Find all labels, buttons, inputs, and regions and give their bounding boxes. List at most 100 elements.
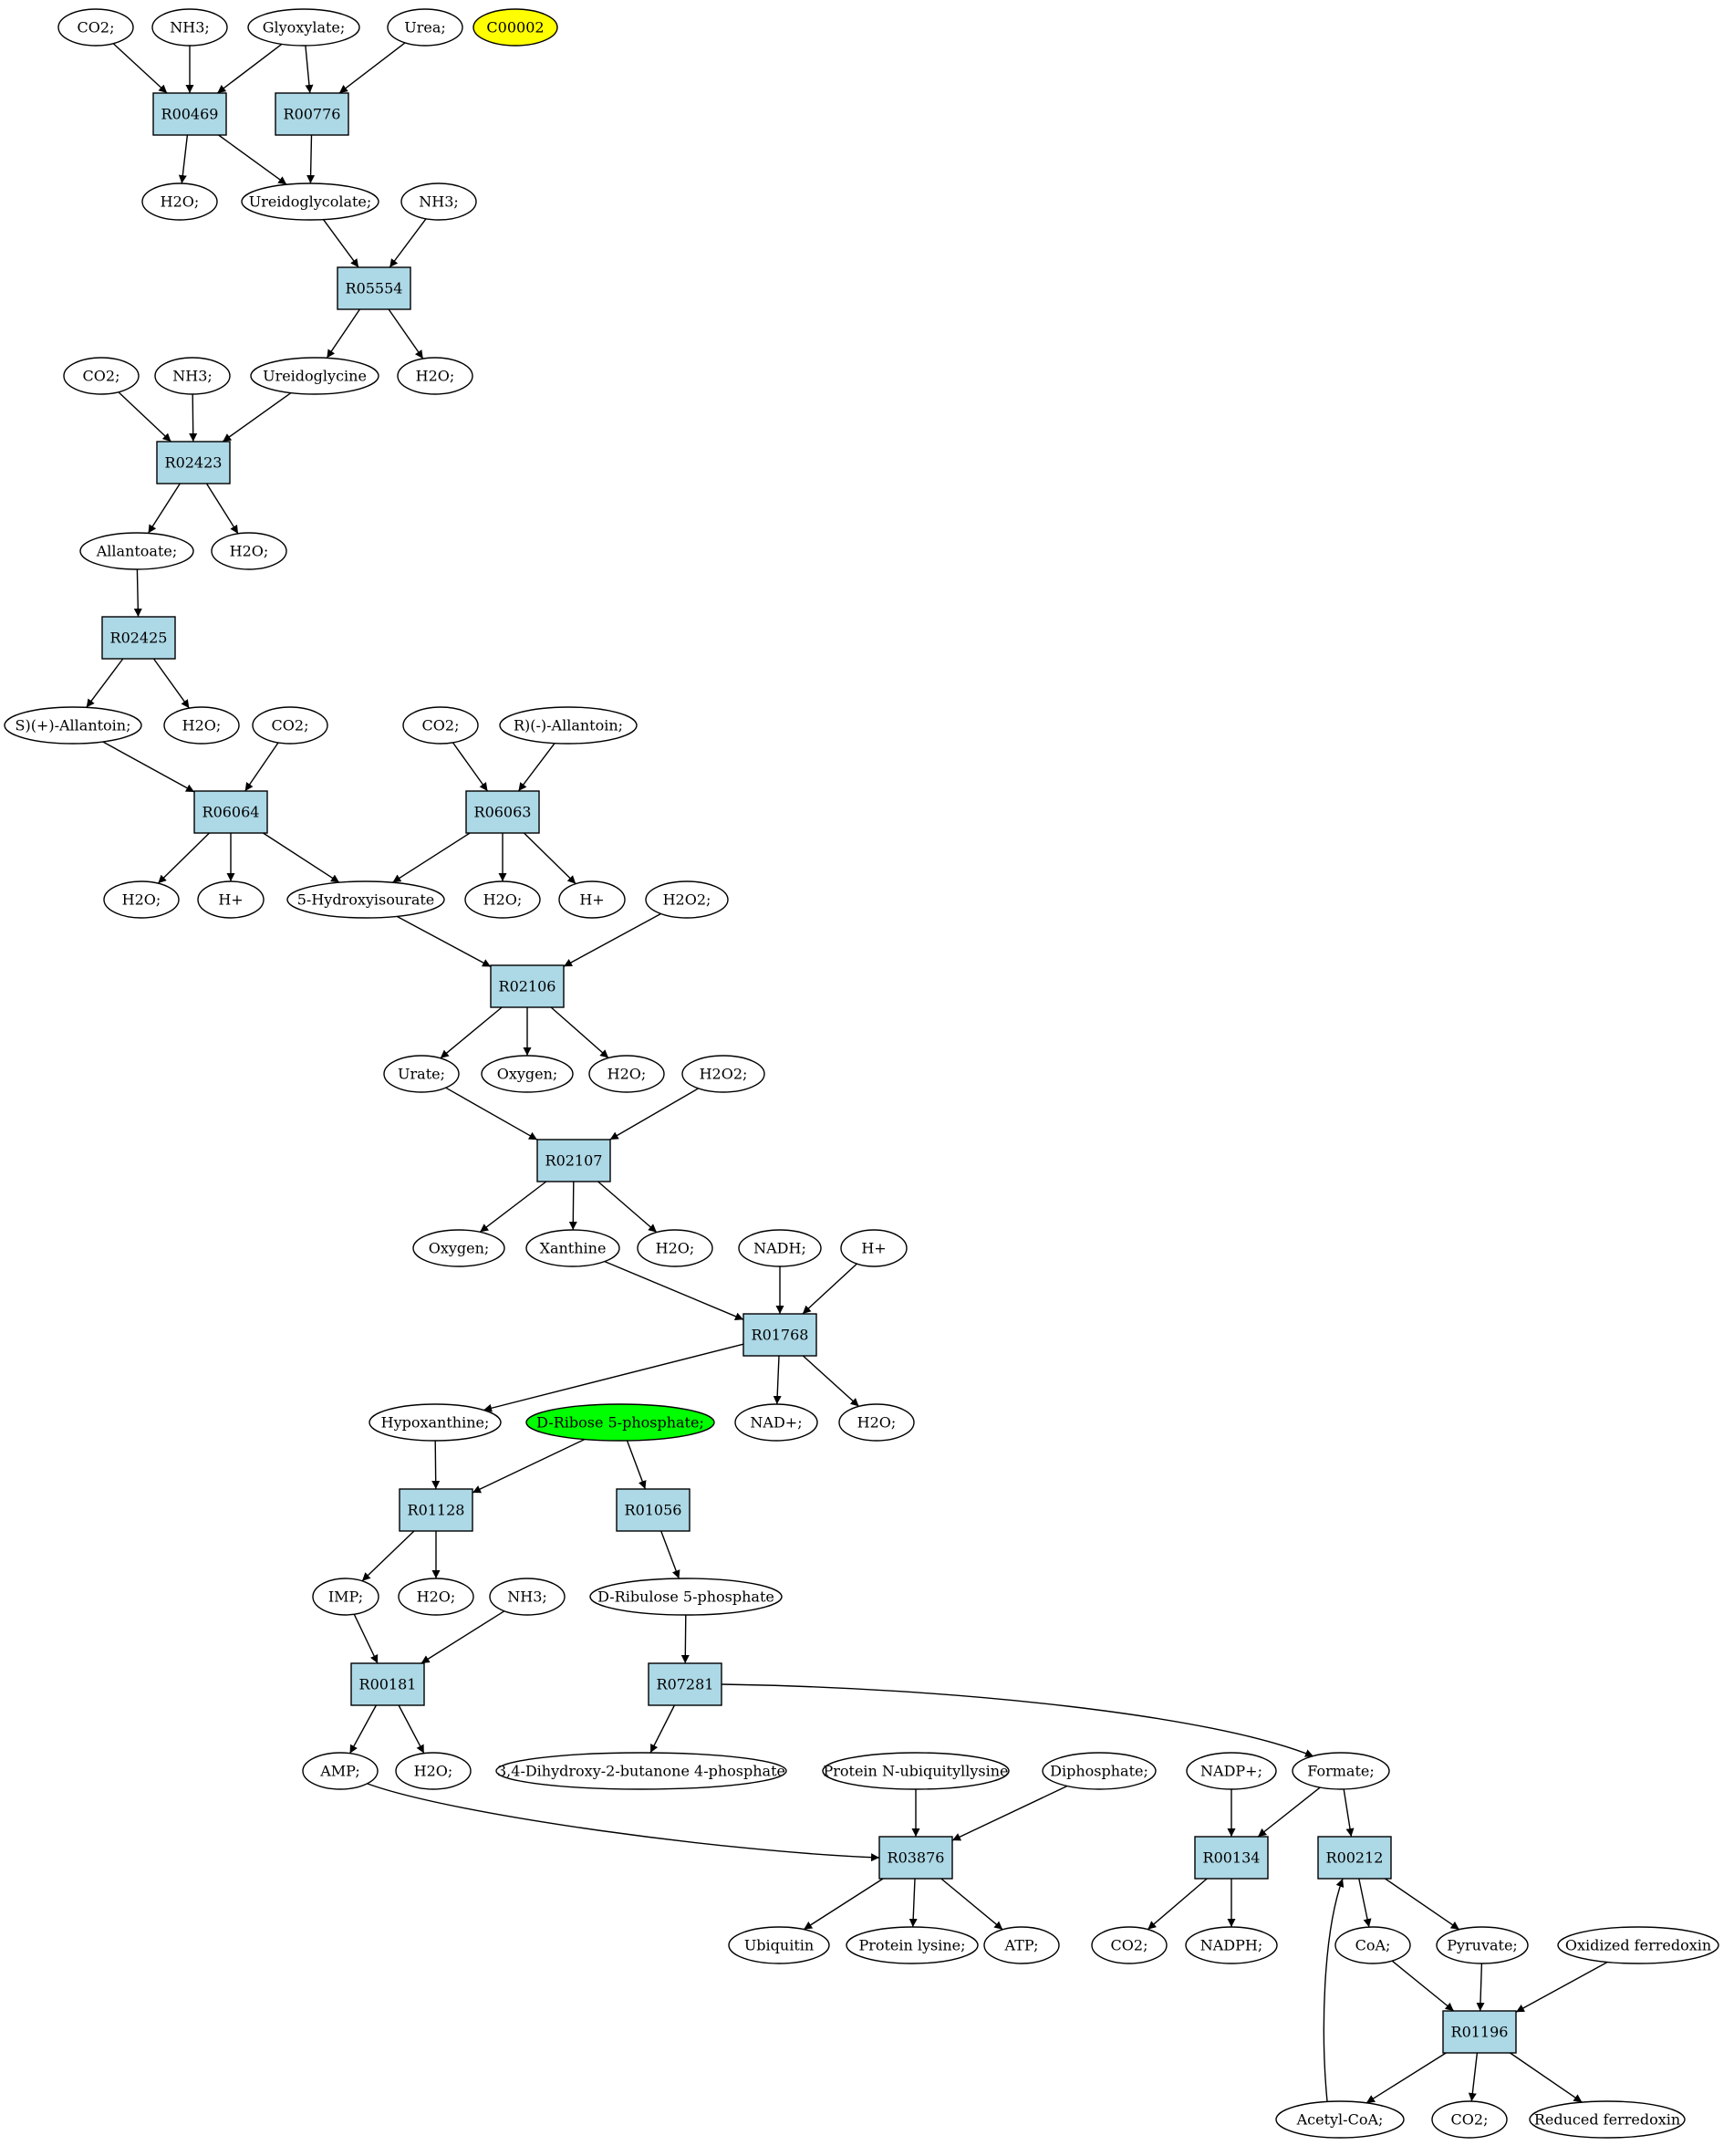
node-label: R00212 (1326, 1849, 1384, 1867)
reaction-node-r06064[interactable]: R06064 (193, 790, 268, 834)
compound-node-oxygen-b[interactable]: Oxygen; (412, 1229, 505, 1267)
reaction-node-r00776[interactable]: R00776 (275, 92, 349, 136)
node-label: R06063 (474, 804, 532, 821)
compound-node-h2o2-a[interactable]: H2O2; (645, 880, 729, 919)
compound-node-pyruvate[interactable]: Pyruvate; (1436, 1926, 1529, 1964)
compound-node-r-allantoin[interactable]: R)(-)-Allantoin; (499, 706, 638, 745)
compound-node-ribose5p[interactable]: D-Ribose 5-phosphate; (525, 1403, 715, 1442)
node-label: H2O2; (663, 891, 711, 909)
compound-node-h2o-g[interactable]: H2O; (588, 1055, 665, 1093)
compound-node-nadh[interactable]: NADH; (738, 1229, 822, 1267)
compound-node-ribulose5p[interactable]: D-Ribulose 5-phosphate (589, 1578, 783, 1616)
edge-r-allantoin-to-r06063 (517, 743, 556, 792)
compound-node-h2o2-b[interactable]: H2O2; (681, 1055, 765, 1093)
edge-r00776-to-ureidoglycolate (306, 134, 316, 184)
reaction-node-r01128[interactable]: R01128 (399, 1488, 473, 1532)
compound-node-atp[interactable]: ATP; (983, 1926, 1060, 1964)
compound-node-imp[interactable]: IMP; (312, 1578, 379, 1616)
compound-node-co2-f[interactable]: CO2; (1431, 2100, 1508, 2139)
reaction-node-r02425[interactable]: R02425 (101, 616, 176, 660)
compound-ellipse (197, 880, 265, 919)
compound-node-allantoate[interactable]: Allantoate; (79, 532, 194, 570)
compound-node-co2-b[interactable]: CO2; (63, 357, 140, 395)
compound-node-coa[interactable]: CoA; (1334, 1926, 1411, 1964)
node-label: H2O; (417, 1588, 456, 1606)
compound-node-co2-c[interactable]: CO2; (252, 706, 328, 745)
compound-node-h2o-d[interactable]: H2O; (163, 706, 240, 745)
compound-node-amp[interactable]: AMP; (302, 1752, 379, 1790)
compound-node-co2-d[interactable]: CO2; (402, 706, 479, 745)
compound-node-ureidoglycolate[interactable]: Ureidoglycolate; (241, 182, 379, 221)
compound-node-hplus-b[interactable]: H+ (558, 880, 626, 919)
compound-node-glyoxylate[interactable]: Glyoxylate; (247, 8, 360, 47)
reaction-node-r03876[interactable]: R03876 (878, 1836, 953, 1880)
compound-node-hplus-a[interactable]: H+ (197, 880, 265, 919)
node-label: R06064 (202, 804, 260, 821)
edge-r06064-to-h2o-e (157, 832, 210, 884)
compound-node-diphosphate[interactable]: Diphosphate; (1042, 1752, 1157, 1790)
compound-ellipse (983, 1926, 1060, 1964)
compound-node-h2o-h[interactable]: H2O; (637, 1229, 713, 1267)
compound-node-urea[interactable]: Urea; (387, 8, 463, 47)
compound-node-xanthine[interactable]: Xanthine (525, 1229, 620, 1267)
compound-node-co2-e[interactable]: CO2; (1091, 1926, 1168, 1964)
compound-node-nadplus[interactable]: NAD+; (734, 1403, 818, 1442)
compound-node-formate[interactable]: Formate; (1292, 1752, 1390, 1790)
compound-node-h2o-e[interactable]: H2O; (103, 880, 180, 919)
reaction-node-r00134[interactable]: R00134 (1194, 1836, 1269, 1880)
compound-node-h2o-k[interactable]: H2O; (395, 1752, 472, 1790)
node-label: D-Ribose 5-phosphate; (536, 1414, 704, 1432)
compound-node-protein-lysine[interactable]: Protein lysine; (846, 1926, 979, 1964)
compound-node-hydroxyisourate[interactable]: 5-Hydroxyisourate (286, 880, 445, 919)
reaction-box (536, 1139, 611, 1182)
compound-node-h2o-j[interactable]: H2O; (398, 1578, 474, 1616)
compound-node-ox-ferredoxin[interactable]: Oxidized ferredoxin (1557, 1926, 1719, 1964)
compound-node-h2o-f[interactable]: H2O; (464, 880, 541, 919)
compound-ellipse (1529, 2100, 1686, 2139)
compound-node-urate[interactable]: Urate; (383, 1055, 460, 1093)
compound-node-h2o-a[interactable]: H2O; (141, 182, 218, 221)
reaction-node-r01768[interactable]: R01768 (742, 1313, 817, 1357)
compound-node-protein-ubiq[interactable]: Protein N-ubiquityllysine (822, 1752, 1010, 1790)
reaction-node-r07281[interactable]: R07281 (648, 1662, 722, 1706)
compound-node-c00002[interactable]: C00002 (472, 8, 558, 47)
reaction-node-r06063[interactable]: R06063 (465, 790, 540, 834)
node-label: C00002 (486, 19, 544, 36)
reaction-node-r05554[interactable]: R05554 (337, 266, 411, 310)
edge-ox-ferredoxin-to-r01196 (1515, 1961, 1608, 2013)
edge-co2-a-to-r00469 (112, 43, 168, 94)
edge-ribulose5p-to-r07281 (680, 1614, 690, 1664)
compound-node-oxygen-a[interactable]: Oxygen; (481, 1055, 574, 1093)
compound-node-h2o-c[interactable]: H2O; (211, 532, 287, 570)
node-label: R00134 (1203, 1849, 1261, 1867)
reaction-node-r02106[interactable]: R02106 (490, 964, 565, 1008)
reaction-node-r02107[interactable]: R02107 (536, 1139, 611, 1182)
reaction-node-r00181[interactable]: R00181 (350, 1662, 425, 1706)
compound-node-nh3-c[interactable]: NH3; (154, 357, 231, 395)
compound-node-hypoxanthine[interactable]: Hypoxanthine; (369, 1403, 502, 1442)
compound-node-nh3-d[interactable]: NH3; (489, 1578, 566, 1616)
compound-node-hplus-c[interactable]: H+ (840, 1229, 908, 1267)
node-label: Diphosphate; (1050, 1763, 1148, 1780)
compound-node-h2o-b[interactable]: H2O; (397, 357, 473, 395)
compound-node-nh3-b[interactable]: NH3; (400, 182, 477, 221)
reaction-node-r01196[interactable]: R01196 (1442, 2010, 1517, 2054)
compound-node-red-ferredoxin[interactable]: Reduced ferredoxin (1529, 2100, 1686, 2139)
compound-node-co2-a[interactable]: CO2; (57, 8, 134, 47)
reaction-node-r00212[interactable]: R00212 (1317, 1836, 1392, 1880)
reaction-node-r01056[interactable]: R01056 (616, 1488, 690, 1532)
compound-node-s-allantoin[interactable]: S)(+)-Allantoin; (4, 706, 142, 745)
compound-node-acetyl-coa[interactable]: Acetyl-CoA; (1275, 2100, 1405, 2139)
compound-node-nadpplus[interactable]: NADP+; (1186, 1752, 1277, 1790)
compound-ellipse (211, 532, 287, 570)
compound-node-ureidoglycine[interactable]: Ureidoglycine (250, 357, 379, 395)
compound-node-nh3-a[interactable]: NH3; (151, 8, 228, 47)
compound-node-ubiquitin[interactable]: Ubiquitin (728, 1926, 830, 1964)
compound-node-nadph[interactable]: NADPH; (1185, 1926, 1278, 1964)
reaction-node-r02423[interactable]: R02423 (156, 441, 231, 484)
node-label: R01128 (408, 1502, 465, 1519)
compound-node-h2o-i[interactable]: H2O; (838, 1403, 915, 1442)
node-label: NH3; (419, 193, 459, 211)
compound-node-dhbp[interactable]: 3,4-Dihydroxy-2-butanone 4-phosphate (495, 1752, 787, 1790)
reaction-node-r00469[interactable]: R00469 (152, 92, 227, 136)
